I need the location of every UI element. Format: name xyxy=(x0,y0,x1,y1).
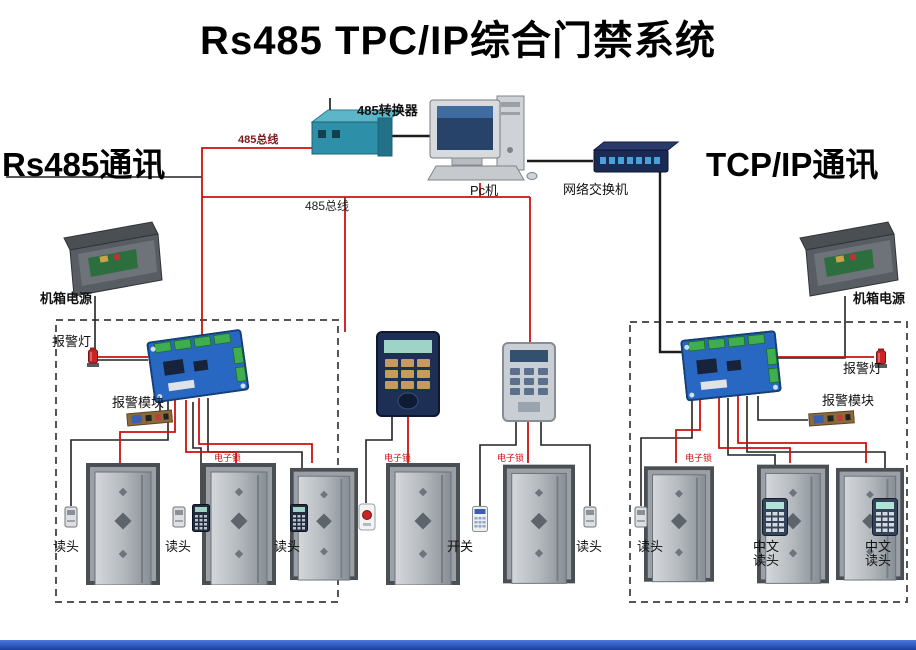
network-switch-device xyxy=(592,141,680,173)
card-reader xyxy=(634,506,648,528)
card-reader xyxy=(172,506,186,528)
right-alarm-module xyxy=(808,410,855,427)
exit-keypad-device xyxy=(472,506,488,532)
door xyxy=(503,464,575,585)
electric-lock-label: 电子锁 xyxy=(214,453,242,463)
bus-label-lower: 485总线 xyxy=(305,199,350,213)
door xyxy=(202,463,276,585)
rs485-converter-device xyxy=(310,98,404,157)
exit-switch-device xyxy=(358,503,376,531)
bus-label-upper: 485总线 xyxy=(238,134,279,146)
right-power-box xyxy=(799,221,899,297)
keypad-reader xyxy=(290,504,308,532)
right-alarm-module-label: 报警模块 xyxy=(822,393,875,408)
door xyxy=(644,466,714,584)
bottom-blue-bar xyxy=(0,640,916,650)
left-alarm-module xyxy=(126,409,174,427)
tcpip-comm-label: TCP/IP通讯 xyxy=(706,146,879,183)
door xyxy=(86,463,160,585)
right-zone-dashed-box xyxy=(629,321,908,603)
left-alarm-module-label: 报警模块 xyxy=(112,395,165,410)
reader-label: 读头 xyxy=(637,539,664,554)
reader-label: 读头 xyxy=(53,539,80,554)
rs485-comm-label: Rs485通讯 xyxy=(2,146,166,183)
access-terminal-silver xyxy=(502,342,556,422)
door xyxy=(386,463,460,585)
pc-computer xyxy=(427,95,538,181)
electric-lock-label: 电子锁 xyxy=(497,453,525,463)
left-alarm-light-label: 报警灯 xyxy=(52,334,92,349)
reader-label: 读头 xyxy=(165,539,192,554)
switch-label: 网络交换机 xyxy=(563,182,629,197)
network-cables xyxy=(390,134,682,354)
right-controller-board xyxy=(680,330,782,402)
left-power-label: 机箱电源 xyxy=(40,291,93,306)
left-power-box xyxy=(63,221,163,297)
rs485-bus-wires xyxy=(96,147,874,463)
right-power-label: 机箱电源 xyxy=(853,291,906,306)
card-reader xyxy=(64,506,78,528)
left-zone-dashed-box xyxy=(55,319,339,603)
chinese-reader-label: 中文读头 xyxy=(752,539,779,569)
reader-label: 读头 xyxy=(274,539,301,554)
chinese-keypad-reader xyxy=(872,498,898,536)
electric-lock-label: 电子锁 xyxy=(384,453,412,463)
access-terminal-dark xyxy=(376,331,440,417)
keypad-reader xyxy=(192,504,210,532)
electric-lock-label: 电子锁 xyxy=(685,453,713,463)
reader-label: 读头 xyxy=(576,539,603,554)
converter-label: 485转换器 xyxy=(357,103,418,118)
chinese-reader-label: 中文读头 xyxy=(864,539,891,569)
diagram-title: Rs485 TPC/IP综合门禁系统 xyxy=(200,19,716,63)
right-alarm-light-label: 报警灯 xyxy=(843,361,883,376)
exit-switch-label: 开关 xyxy=(447,539,474,554)
card-reader xyxy=(583,506,597,528)
pc-label: Pc机 xyxy=(470,183,499,198)
left-alarm-light xyxy=(86,347,100,368)
left-controller-board xyxy=(146,328,250,404)
chinese-keypad-reader xyxy=(762,498,788,536)
